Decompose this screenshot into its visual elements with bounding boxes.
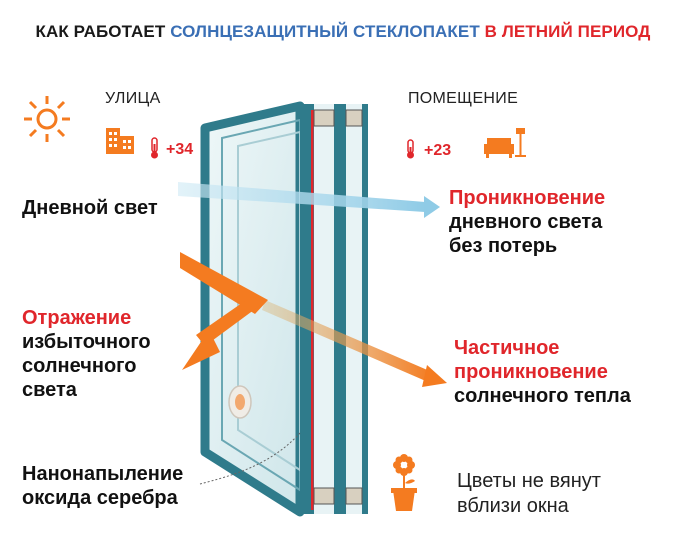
reflection-line-2: избыточного [22,331,151,353]
flower-pot-icon [391,454,417,511]
outside-label: УЛИЦА [105,90,161,107]
sun-icon [24,96,70,142]
page-title: КАК РАБОТАЕТ СОЛНЦЕЗАЩИТНЫЙ СТЕКЛОПАКЕТ … [0,22,686,42]
heat-beam [262,300,447,387]
heat-line-3: солнечного тепла [454,385,631,407]
coating-line-2: оксида серебра [22,487,178,509]
coating-line-1: Нанонапыление [22,463,184,485]
daylight-label: Дневной свет [22,197,158,219]
title-part-3: В ЛЕТНИЙ ПЕРИОД [484,22,651,41]
outside-temperature: +34 [166,141,194,158]
reflection-line-1: Отражение [22,307,132,329]
title-part-2: СОЛНЦЕЗАЩИТНЫЙ СТЕКЛОПАКЕТ [170,22,480,41]
thermometer-icon [407,139,414,159]
penetration-line-2: дневного света [449,211,603,233]
heat-penetration-label: Частичное проникновение солнечного тепла [454,336,631,408]
reflection-line-3: солнечного [22,355,137,377]
title-part-1: КАК РАБОТАЕТ [35,22,166,41]
building-icon [106,128,134,154]
sofa-lamp-icon [484,128,526,158]
glass-unit [200,101,368,517]
thermometer-icon [151,137,158,159]
heat-line-2: проникновение [454,361,608,383]
flowers-line-1: Цветы не вянут [457,470,601,492]
penetration-line-1: Проникновение [449,187,606,209]
inside-temperature: +23 [424,142,452,159]
heat-line-1: Частичное [454,337,560,359]
flowers-line-2: вблизи окна [457,495,569,517]
reflection-beam [180,252,268,370]
daylight-penetration-label: Проникновение дневного света без потерь [449,186,605,258]
daylight-beam [178,182,440,218]
inside-label: ПОМЕЩЕНИЕ [408,90,519,107]
flowers-label: Цветы не вянут вблизи окна [457,469,601,519]
penetration-line-3: без потерь [449,235,558,257]
reflection-label: Отражение избыточного солнечного света [22,306,151,402]
reflection-line-4: света [22,379,77,401]
coating-label: Нанонапыление оксида серебра [22,462,183,510]
coating-pointer [199,432,301,485]
